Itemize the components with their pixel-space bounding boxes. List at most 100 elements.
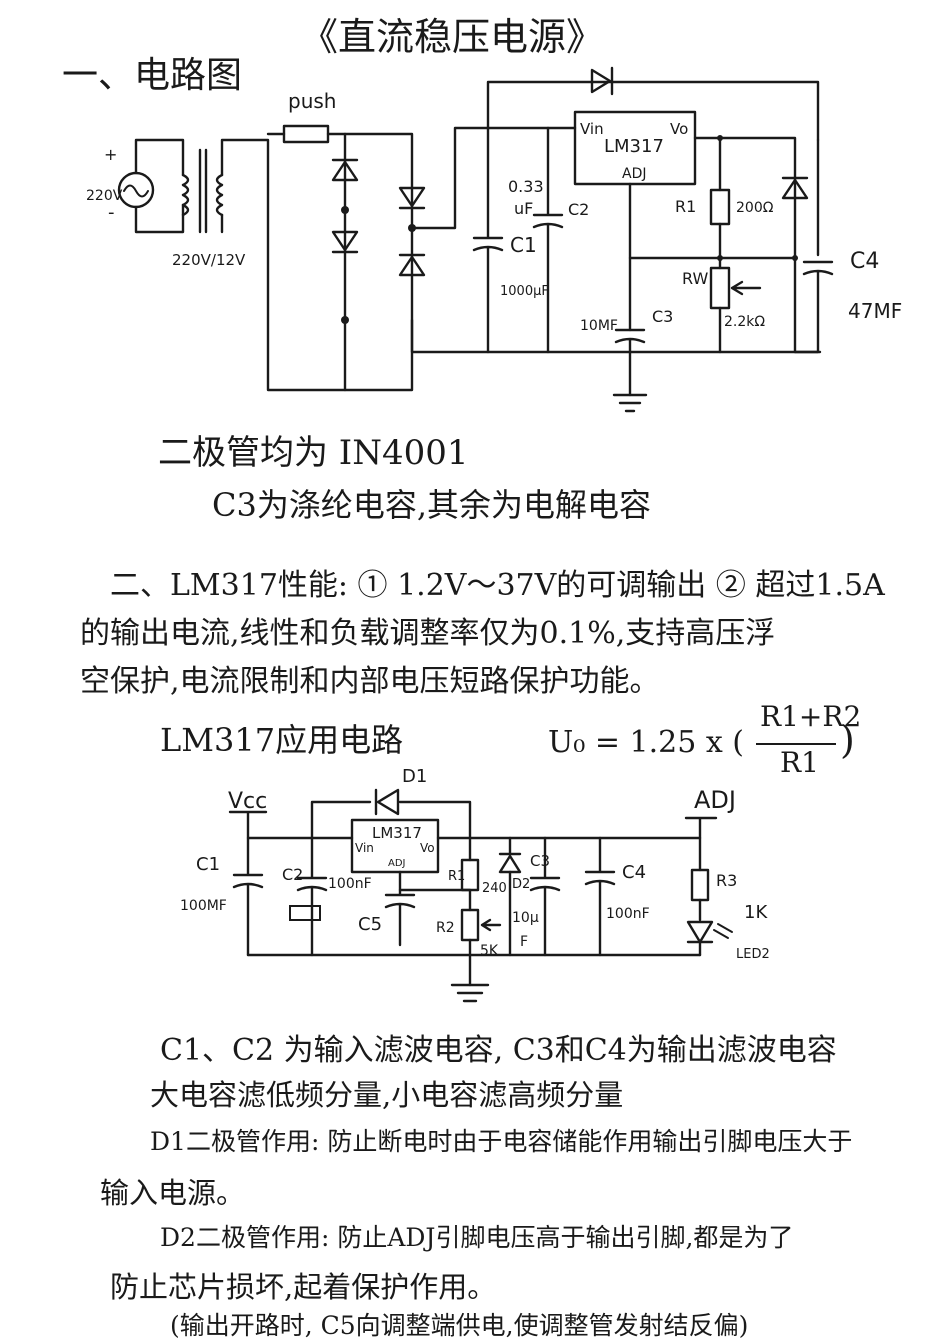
note-capacitors: C3为涤纶电容,其余为电解电容: [212, 486, 652, 524]
c4-capacitor-2: [584, 836, 616, 957]
dc-bus-positive: [410, 126, 577, 230]
c5-capacitor: [384, 870, 416, 947]
ground-symbol-2: [450, 983, 490, 1003]
r3-value-label: 1K: [744, 902, 768, 923]
lm317-label: LM317: [604, 136, 664, 157]
c2-2-label: C2: [282, 865, 303, 884]
c4-2-value-label: 100nF: [606, 906, 650, 922]
rw-label: RW: [682, 269, 708, 288]
c3-2-value-label-b: F: [520, 934, 528, 950]
lm317-2-vo-label: Vo: [420, 841, 435, 855]
rw-value-label: 2.2kΩ: [724, 314, 765, 330]
c1-capacitor: [472, 126, 504, 354]
note-diodes: 二极管均为 IN4001: [158, 433, 469, 473]
d1-diode: [374, 788, 400, 816]
r3-resistor: [690, 868, 710, 902]
section1-heading: 一、电路图: [62, 55, 243, 96]
r2-potentiometer-2: [460, 908, 480, 942]
lm317-2-label: LM317: [372, 824, 422, 842]
d1-loop: [310, 800, 472, 840]
vcc-wire: [228, 810, 354, 840]
primary-wire: [134, 138, 185, 234]
paragraph-4: 输入电源。: [100, 1176, 246, 1210]
protection-diode: [590, 66, 614, 96]
application-heading: LM317应用电路: [160, 721, 404, 759]
c3-value-label: 10MF: [580, 318, 618, 334]
r1-label: R1: [675, 197, 696, 216]
adj-label-2: ADJ: [694, 786, 736, 814]
bridge-diode-3: [398, 186, 426, 210]
formula-numerator: R1+R2: [760, 700, 862, 733]
source-plus-label: +: [104, 145, 117, 164]
ground-symbol-1: [612, 393, 648, 413]
formula-denominator: R1: [780, 746, 819, 779]
dc-bus-ground: [410, 318, 822, 354]
formula-fraction-bar: [756, 743, 836, 745]
ac-wave-icon: [123, 184, 149, 198]
paragraph-2: 大电容滤低频分量,小电容滤高频分量: [150, 1078, 624, 1112]
d-protect-loop: [486, 80, 820, 142]
rw-wiper: [730, 280, 762, 296]
lm317-chip: [573, 110, 697, 186]
paragraph-6: 防止芯片损坏,起着保护作用。: [110, 1270, 497, 1304]
bridge-diode-1: [331, 158, 359, 182]
r1-2-label: R1: [448, 869, 465, 884]
c2-2-body: [289, 905, 321, 921]
lm317-vo-label: Vo: [670, 120, 688, 138]
c1-label: C1: [510, 233, 537, 257]
source-voltage-label: 220V: [86, 188, 123, 204]
section2-line-3: 空保护,电流限制和内部电压短路保护功能。: [80, 664, 660, 699]
push-switch-label: push: [288, 89, 336, 113]
lm317-adj-label: ADJ: [622, 166, 647, 182]
secondary-wire: [220, 138, 347, 392]
c2-label: C2: [568, 200, 589, 219]
c1-2-value-label: 100MF: [180, 898, 227, 914]
c3-2-value-label-a: 10μ: [512, 910, 539, 926]
c2-value-label-a: 0.33: [508, 177, 544, 196]
c3-capacitor: [614, 328, 646, 397]
r2-2-label: R2: [436, 920, 455, 936]
vcc-label: Vcc: [228, 789, 267, 814]
paragraph-5: D2二极管作用: 防止ADJ引脚电压高于输出引脚,都是为了: [160, 1223, 794, 1252]
led2-label: LED2: [736, 947, 770, 962]
c1-capacitor-2: [232, 836, 264, 957]
c2-capacitor: [532, 126, 564, 354]
formula-rhs: ): [840, 718, 855, 762]
c3-capacitor-2: [529, 836, 561, 957]
paragraph-1: C1、C2 为输入滤波电容, C3和C4为输出滤波电容: [160, 1033, 837, 1068]
r2-wiper: [480, 918, 502, 932]
bridge-wires: [343, 132, 414, 392]
paragraph-7: (输出开路时, C5向调整端供电,使调整管发射结反偏): [170, 1311, 749, 1340]
r1-value-label: 200Ω: [736, 200, 774, 216]
c1-value-label: 1000μF: [500, 284, 549, 299]
c2-value-label-b: uF: [514, 199, 533, 218]
c1-2-label: C1: [196, 854, 220, 875]
c2-capacitor-2: [296, 836, 328, 957]
lm317-vin-label: Vin: [580, 120, 604, 138]
transformer-primary-coil: [181, 173, 190, 217]
lm317-2-adj-pin-label: ADJ: [388, 858, 406, 869]
led2-diode: [686, 920, 733, 944]
section2-line-1: 二、LM317性能: ① 1.2V～37V的可调输出 ② 超过1.5A: [110, 568, 885, 603]
r2-2-value-label: 5K: [480, 943, 499, 959]
c3-label: C3: [652, 307, 673, 326]
c5-label: C5: [358, 914, 382, 935]
c4-label: C4: [850, 249, 879, 274]
d2-label: D2: [512, 877, 530, 892]
source-minus-label: -: [108, 202, 115, 223]
output-diode: [781, 176, 809, 200]
bridge-diode-4: [398, 253, 426, 277]
output-wire: [693, 136, 797, 354]
d1-label: D1: [402, 766, 427, 787]
d2-diode: [498, 852, 522, 874]
power-supply-schematic: + 220V - 220V/12V push C1 1000μF 0.33 uF…: [86, 66, 902, 413]
transformer-secondary-coil: [215, 173, 224, 217]
formula-lhs: U₀ = 1.25 x (: [548, 725, 745, 760]
c4-2-label: C4: [622, 862, 646, 883]
r1-2-value-label: 240: [482, 881, 507, 896]
page-title: 《直流稳压电源》: [300, 15, 605, 59]
r3-label: R3: [716, 871, 737, 890]
lm317-chip-2: [350, 818, 440, 874]
transformer-rating-label: 220V/12V: [172, 251, 246, 269]
